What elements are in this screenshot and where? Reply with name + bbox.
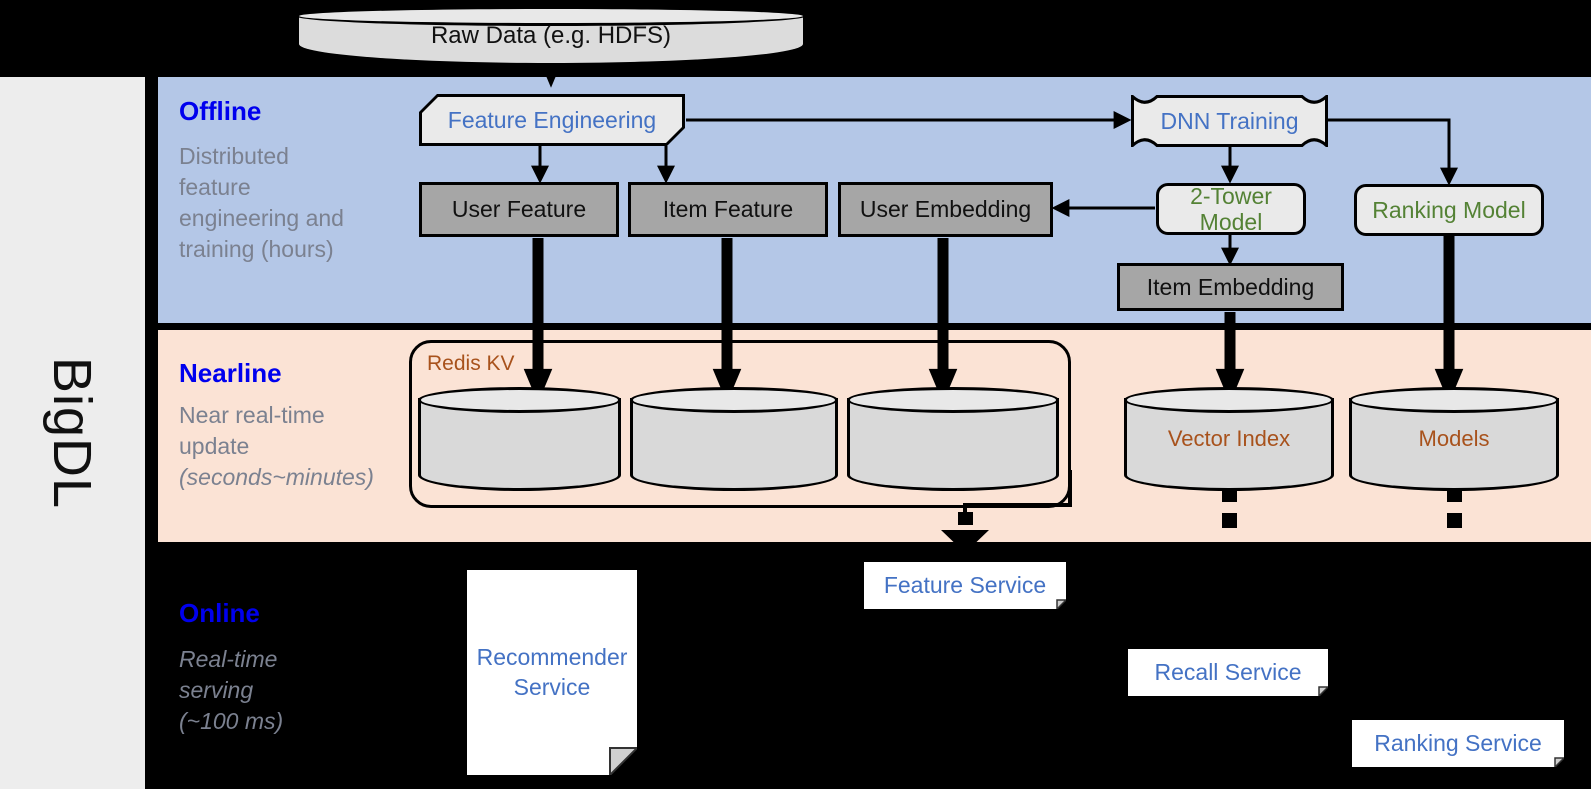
- vector-index-store[interactable]: Vector Index: [1124, 387, 1334, 491]
- item-feature-store[interactable]: [630, 387, 838, 491]
- dnn-training-label: DNN Training: [1160, 107, 1299, 134]
- online-desc-line-2: serving: [179, 677, 254, 703]
- recommender-service-node[interactable]: Recommender Service: [467, 570, 637, 775]
- redis-kv-container: [409, 340, 1071, 508]
- user-feature-node[interactable]: User Feature: [419, 182, 619, 237]
- item-feature-store-body: [630, 398, 838, 491]
- bigdl-label-text: BigDL: [42, 356, 103, 510]
- ranking-service-shape: [1352, 720, 1564, 767]
- online-desc-line-1: Real-time: [179, 646, 278, 672]
- feature-service-shape: [864, 562, 1066, 609]
- offline-desc-line-1: Distributed: [179, 143, 289, 169]
- ranking-model-node[interactable]: Ranking Model: [1354, 184, 1544, 236]
- nearline-desc-line-2: update: [179, 433, 250, 459]
- recommender-service-line-1: Recommender: [476, 643, 628, 670]
- raw-data-cylinder-top: [296, 6, 806, 26]
- recall-service-label: Recall Service: [1154, 658, 1302, 685]
- user-embedding-store[interactable]: [847, 387, 1059, 491]
- feature-service-node[interactable]: Feature Service: [864, 562, 1066, 609]
- redis-kv-label: Redis KV: [427, 352, 515, 375]
- nearline-section-title: Nearline: [179, 358, 282, 388]
- online-section-title: Online: [179, 598, 260, 628]
- user-feature-store[interactable]: [418, 387, 621, 491]
- user-embedding-store-top: [847, 387, 1059, 413]
- vector-index-store-top: [1124, 387, 1334, 413]
- ranking-service-node[interactable]: Ranking Service: [1352, 720, 1564, 767]
- dnn-training-shape: [1131, 95, 1328, 147]
- feature-service-label: Feature Service: [883, 571, 1047, 598]
- models-store[interactable]: Models: [1349, 387, 1559, 491]
- recommender-service-shape: [467, 570, 637, 775]
- raw-data-store[interactable]: Raw Data (e.g. HDFS): [296, 6, 806, 66]
- two-tower-model-node[interactable]: 2-Tower Model: [1156, 183, 1306, 235]
- item-feature-node[interactable]: Item Feature: [628, 182, 828, 237]
- user-feature-store-body: [418, 398, 621, 491]
- item-feature-store-top: [630, 387, 838, 413]
- vector-index-label: Vector Index: [1167, 426, 1291, 451]
- models-store-body: [1349, 398, 1559, 491]
- offline-desc-line-3: engineering and: [179, 205, 344, 231]
- ranking-service-label: Ranking Service: [1374, 729, 1542, 756]
- user-feature-store-top: [418, 387, 621, 413]
- offline-section-title: Offline: [179, 96, 262, 126]
- offline-section-description: Distributed feature engineering and trai…: [179, 141, 404, 265]
- feature-engineering-label: Feature Engineering: [422, 97, 682, 143]
- nearline-desc-line-3: (seconds~minutes): [179, 464, 374, 490]
- online-desc-line-3: (~100 ms): [179, 708, 284, 734]
- recommender-service-line-2: Service: [513, 673, 591, 700]
- recommender-service-label: Recommender Service: [467, 570, 637, 775]
- item-embedding-node[interactable]: Item Embedding: [1117, 263, 1344, 311]
- offline-desc-line-2: feature: [179, 174, 251, 200]
- user-embedding-store-body: [847, 398, 1059, 491]
- models-label: Models: [1418, 426, 1490, 451]
- bigdl-sidebar: BigDL: [0, 77, 145, 789]
- online-section-description: Real-time serving (~100 ms): [179, 644, 404, 737]
- bigdl-logo-label: BigDL: [0, 77, 145, 789]
- nearline-section-description: Near real-time update (seconds~minutes): [179, 400, 404, 493]
- models-store-top: [1349, 387, 1559, 413]
- recall-service-shape: [1128, 649, 1328, 696]
- raw-data-label: Raw Data (e.g. HDFS): [430, 22, 672, 49]
- dnn-training-node[interactable]: DNN Training: [1131, 95, 1328, 147]
- feature-engineering-node[interactable]: Feature Engineering: [419, 94, 685, 146]
- offline-desc-line-4: training (hours): [179, 236, 334, 262]
- nearline-desc-line-1: Near real-time: [179, 402, 325, 428]
- vector-index-store-body: [1124, 398, 1334, 491]
- user-embedding-node[interactable]: User Embedding: [838, 182, 1053, 237]
- recall-service-node[interactable]: Recall Service: [1128, 649, 1328, 696]
